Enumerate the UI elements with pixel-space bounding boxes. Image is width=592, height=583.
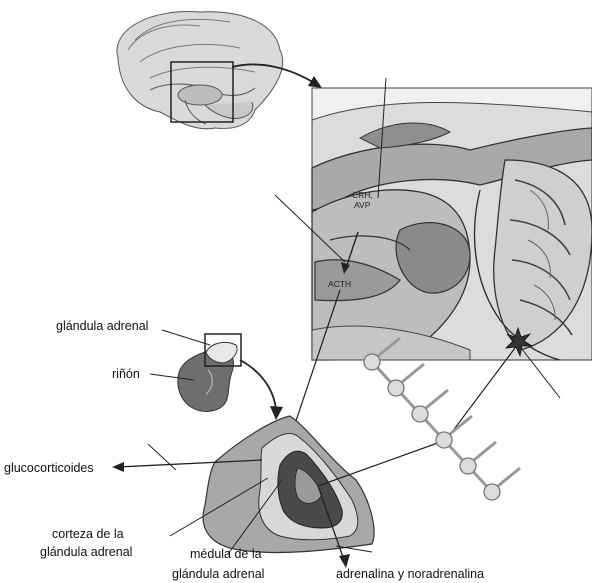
medulla-label-line1: médula de la bbox=[190, 547, 262, 561]
cortex-label-line2: glándula adrenal bbox=[40, 545, 132, 559]
brain-illustration bbox=[117, 12, 283, 129]
avp-label: AVP bbox=[354, 200, 371, 210]
cortex-label-line1: corteza de la bbox=[52, 527, 124, 541]
adrenal-gland-cross-section bbox=[203, 416, 374, 552]
sympathetic-chain bbox=[364, 338, 520, 500]
medulla-label-line2: glándula adrenal bbox=[172, 567, 264, 581]
crh-label: CRH, bbox=[352, 190, 373, 200]
hypothalamus-zoom-panel bbox=[312, 88, 592, 360]
adrenaline-label: adrenalina y noradrenalina bbox=[336, 567, 484, 581]
acth-label: ACTH bbox=[328, 279, 351, 289]
adrenal-gland-label: glándula adrenal bbox=[56, 319, 148, 333]
glucocorticoids-label: glucocorticoides bbox=[4, 461, 94, 475]
kidney-label: riñón bbox=[112, 367, 140, 381]
